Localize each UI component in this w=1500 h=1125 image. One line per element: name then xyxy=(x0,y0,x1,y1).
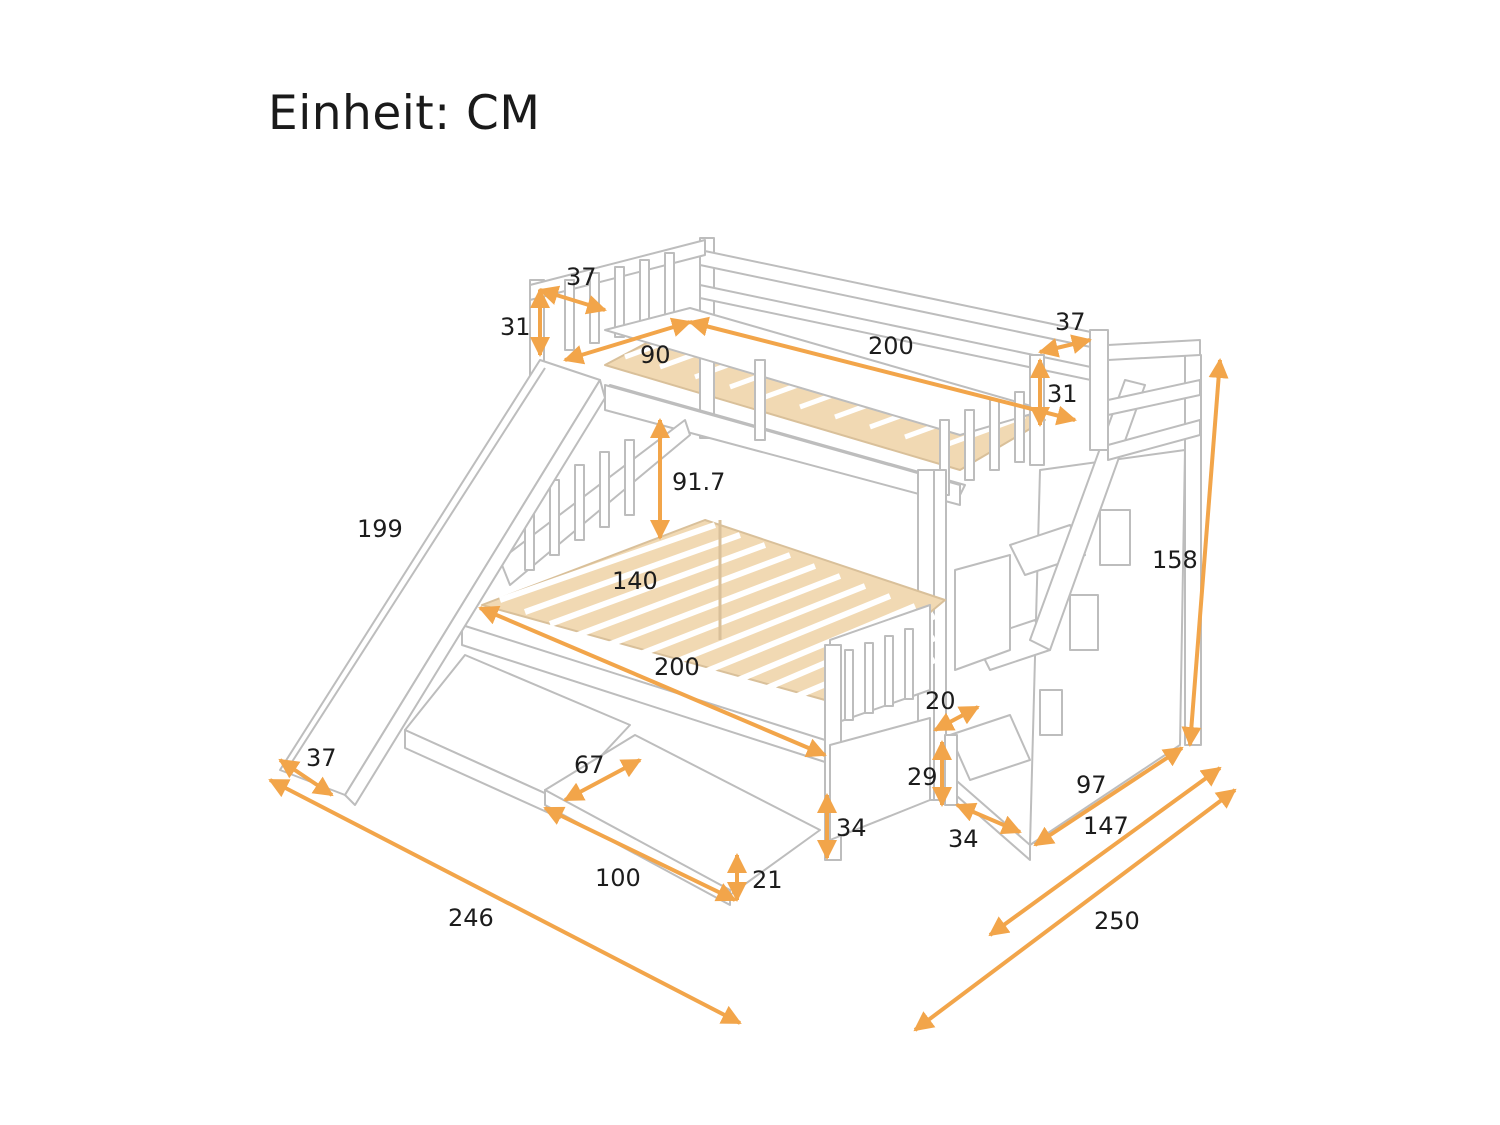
arrow-step-height xyxy=(933,705,980,732)
arrow-upper-width xyxy=(563,317,692,365)
stair-cubby-3 xyxy=(1099,509,1131,566)
label-step-depth: 34 xyxy=(948,825,979,853)
lower-headboard xyxy=(499,419,691,586)
label-drawer-width: 100 xyxy=(595,864,641,892)
label-drawer-depth: 67 xyxy=(574,751,605,779)
label-drawer-height: 21 xyxy=(752,866,783,894)
stair-post-2 xyxy=(1089,329,1109,451)
arrow-total-width xyxy=(913,788,1237,1032)
arrow-upper-length xyxy=(688,316,1077,426)
label-upper-rail-width: 37 xyxy=(566,263,597,291)
stair-cubby-1 xyxy=(1039,689,1063,736)
unit-title: Einheit: CM xyxy=(268,86,541,141)
label-upper-rail-height: 31 xyxy=(500,313,531,341)
label-upper-length: 200 xyxy=(868,332,914,360)
lower-head-spindles xyxy=(524,439,635,571)
stair-step-1 xyxy=(949,714,1031,781)
label-stair-base: 29 xyxy=(907,763,938,791)
dimension-labels: 37 31 90 200 37 31 91.7 199 158 140 200 … xyxy=(306,263,1198,935)
stair-cubby-2 xyxy=(1069,594,1099,651)
label-right-rail-height: 31 xyxy=(1047,380,1078,408)
label-stair-length: 147 xyxy=(1083,812,1129,840)
lower-side-rail xyxy=(954,554,1011,671)
label-slide-width: 37 xyxy=(306,744,337,772)
arrow-lower-length xyxy=(478,605,827,758)
label-clearance: 91.7 xyxy=(672,468,725,496)
dimension-arrows xyxy=(268,285,1237,1032)
label-base-height: 34 xyxy=(836,814,867,842)
label-right-rail-width: 37 xyxy=(1055,308,1086,336)
label-total-width: 250 xyxy=(1094,907,1140,935)
arrow-upper-rail-width xyxy=(538,285,607,315)
bed-frame xyxy=(279,237,1202,906)
front-post-right xyxy=(944,734,958,806)
label-upper-width: 90 xyxy=(640,341,671,369)
label-step-height: 20 xyxy=(925,687,956,715)
arrow-right-rail-width xyxy=(1038,334,1092,358)
label-lower-width: 140 xyxy=(612,567,658,595)
arrow-total-length xyxy=(268,778,742,1025)
label-total-height: 158 xyxy=(1152,546,1198,574)
lower-foot-spindles xyxy=(844,628,914,721)
label-lower-length: 200 xyxy=(654,653,700,681)
label-stair-depth: 97 xyxy=(1076,771,1107,799)
arrow-total-height xyxy=(1181,358,1229,747)
label-total-length: 246 xyxy=(448,904,494,932)
label-slide-length: 199 xyxy=(357,515,403,543)
stair-guard-1 xyxy=(1107,339,1201,361)
